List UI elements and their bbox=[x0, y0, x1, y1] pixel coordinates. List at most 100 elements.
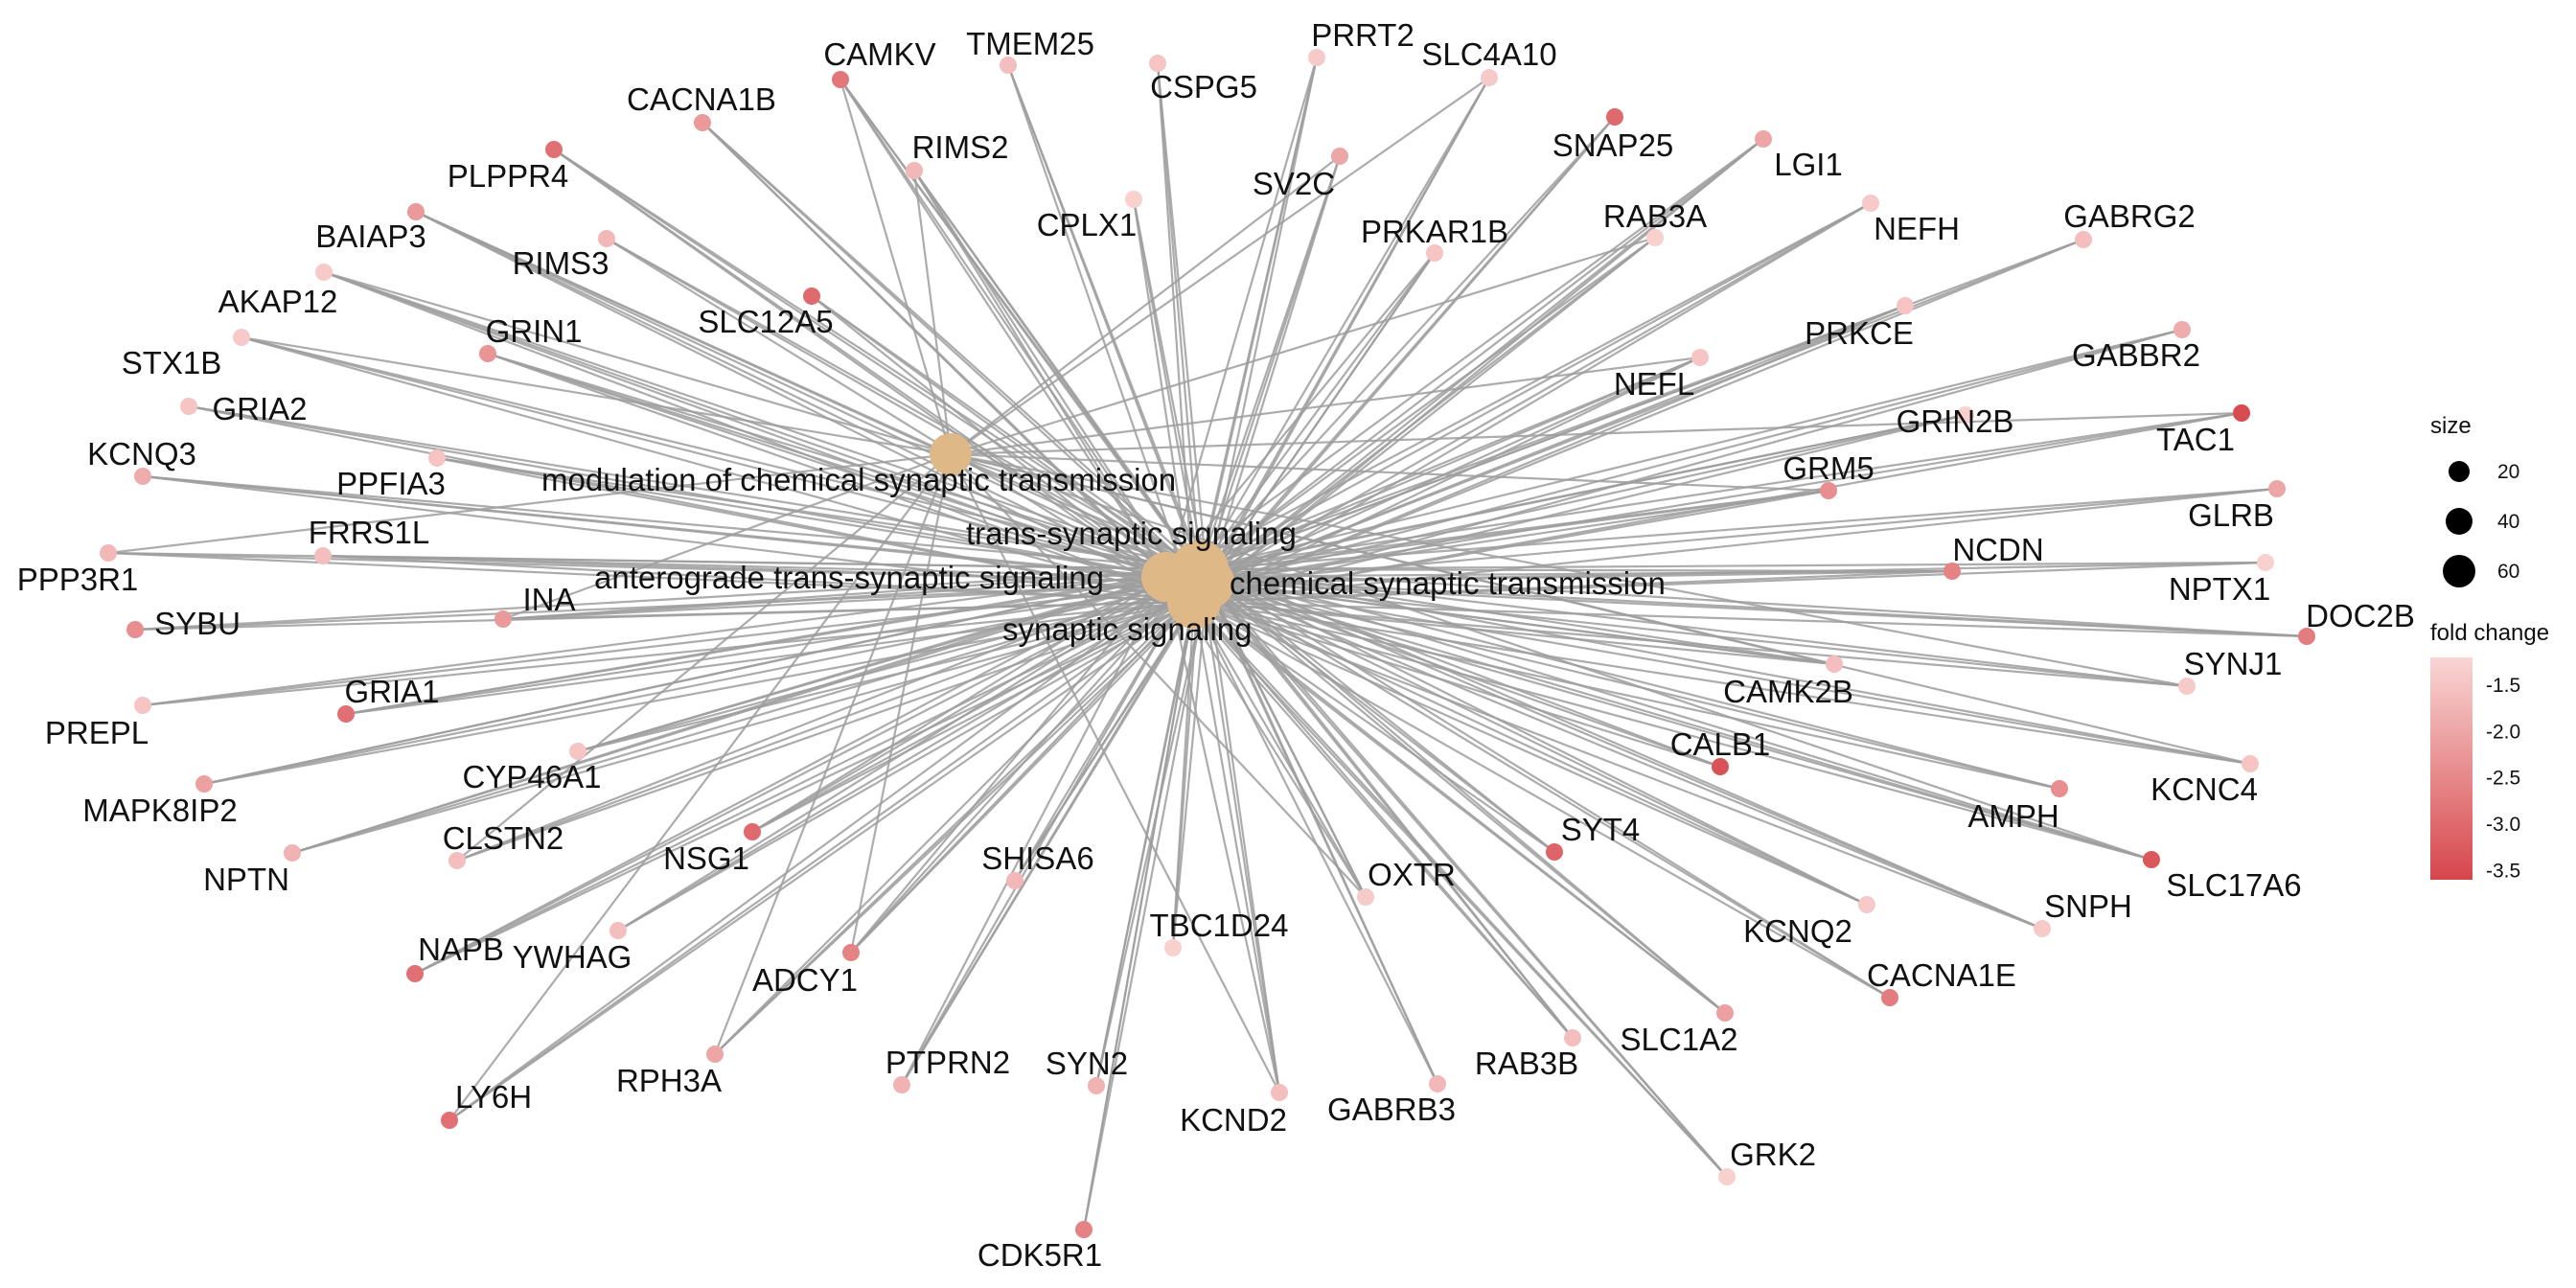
edge-nsg1-syn bbox=[751, 601, 1195, 833]
edge-slc4a10-trans bbox=[1199, 77, 1490, 570]
gene-node-gabrb3[interactable] bbox=[1429, 1075, 1446, 1092]
gene-node-frrs1l[interactable] bbox=[314, 547, 332, 564]
gene-node-tmem25[interactable] bbox=[1000, 57, 1017, 74]
gene-node-plppr4[interactable] bbox=[545, 141, 563, 158]
gene-node-cplx1[interactable] bbox=[1125, 191, 1142, 208]
gene-node-rab3a[interactable] bbox=[1646, 229, 1664, 246]
gene-node-synj1[interactable] bbox=[2178, 678, 2196, 695]
gene-label-snph: SNPH bbox=[2044, 888, 2132, 924]
gene-label-napb: NAPB bbox=[418, 932, 504, 967]
gene-node-prrt2[interactable] bbox=[1308, 49, 1325, 66]
gene-label-doc2b: DOC2B bbox=[2306, 598, 2415, 633]
gene-node-sybu[interactable] bbox=[126, 621, 144, 638]
gene-node-syt4[interactable] bbox=[1546, 843, 1563, 861]
gene-node-oxtr[interactable] bbox=[1357, 888, 1374, 906]
gene-node-slc12a5[interactable] bbox=[803, 288, 820, 305]
gene-node-kcnq2[interactable] bbox=[1858, 896, 1875, 913]
gene-node-ywhag[interactable] bbox=[610, 922, 627, 939]
gene-node-amph[interactable] bbox=[2051, 780, 2068, 797]
gene-node-gria2[interactable] bbox=[180, 398, 197, 415]
gene-node-prkar1b[interactable] bbox=[1426, 244, 1443, 262]
gene-node-tbc1d24[interactable] bbox=[1164, 939, 1182, 956]
gene-node-calb1[interactable] bbox=[1712, 758, 1729, 775]
gene-node-napb[interactable] bbox=[406, 965, 424, 982]
gene-node-rims2[interactable] bbox=[906, 162, 923, 179]
gene-node-doc2b[interactable] bbox=[2298, 628, 2315, 645]
gene-node-slc1a2[interactable] bbox=[1716, 1004, 1734, 1022]
gene-node-kcnd2[interactable] bbox=[1271, 1084, 1288, 1101]
edge-prepl-chem bbox=[142, 581, 1208, 707]
gene-node-nptn[interactable] bbox=[284, 844, 301, 862]
edge-sv2c-syn bbox=[1192, 155, 1342, 603]
gene-node-camkv[interactable] bbox=[832, 71, 849, 88]
edge-rab3b-chem bbox=[1207, 582, 1574, 1039]
gene-node-gria1[interactable] bbox=[337, 705, 355, 723]
term-node-syn[interactable] bbox=[1167, 575, 1221, 629]
gene-node-lgi1[interactable] bbox=[1755, 130, 1772, 148]
gene-node-camk2b[interactable] bbox=[1826, 656, 1843, 673]
edge-cdk5r1-chem bbox=[1082, 582, 1209, 1230]
gene-node-tac1[interactable] bbox=[2233, 404, 2250, 422]
gene-node-rims3[interactable] bbox=[598, 230, 615, 247]
gene-node-adcy1[interactable] bbox=[842, 944, 860, 961]
gene-node-kcnc4[interactable] bbox=[2242, 755, 2259, 772]
gene-node-ppfia3[interactable] bbox=[428, 449, 446, 467]
gene-node-syn2[interactable] bbox=[1088, 1077, 1105, 1094]
gene-node-gabrg2[interactable] bbox=[2075, 231, 2092, 248]
gene-node-sv2c[interactable] bbox=[1331, 148, 1348, 165]
gene-node-nefh[interactable] bbox=[1862, 195, 1879, 212]
gene-node-cdk5r1[interactable] bbox=[1075, 1221, 1092, 1238]
edge-rph3a-trans bbox=[714, 568, 1201, 1055]
gene-node-cspg5[interactable] bbox=[1149, 55, 1166, 72]
term-node-mod[interactable] bbox=[930, 433, 972, 475]
edge-lgi1-trans bbox=[1199, 138, 1764, 570]
edge-kcnq2-syn bbox=[1193, 600, 1868, 907]
gene-node-stx1b[interactable] bbox=[233, 329, 250, 346]
gene-label-grin1: GRIN1 bbox=[486, 313, 583, 349]
gene-label-ppfia3: PPFIA3 bbox=[336, 466, 446, 501]
gene-node-ppp3r1[interactable] bbox=[100, 544, 117, 562]
gene-node-cacna1e[interactable] bbox=[1881, 989, 1898, 1006]
gene-node-nefl[interactable] bbox=[1691, 349, 1709, 366]
gene-node-slc17a6[interactable] bbox=[2143, 851, 2160, 868]
gene-node-prkce[interactable] bbox=[1897, 297, 1914, 314]
gene-node-ly6h[interactable] bbox=[441, 1112, 458, 1129]
gene-node-mapk8ip2[interactable] bbox=[196, 775, 213, 793]
gene-node-grm5[interactable] bbox=[1820, 482, 1837, 499]
gene-node-ncdn[interactable] bbox=[1944, 563, 1961, 580]
edge-slc1a2-syn bbox=[1193, 601, 1726, 1014]
gene-node-gabbr2[interactable] bbox=[2174, 321, 2191, 338]
gene-node-cyp46a1[interactable] bbox=[569, 743, 586, 760]
gene-node-akap12[interactable] bbox=[315, 264, 333, 281]
edge-napb-chem bbox=[414, 582, 1208, 975]
gene-label-ly6h: LY6H bbox=[455, 1079, 532, 1115]
edge-grm5-chem bbox=[1207, 489, 1829, 585]
edge-camkv-chem bbox=[840, 79, 1208, 584]
gene-node-ina[interactable] bbox=[494, 610, 512, 628]
gene-label-snap25: SNAP25 bbox=[1552, 127, 1674, 163]
gene-node-prepl[interactable] bbox=[134, 697, 151, 714]
gene-node-glrb[interactable] bbox=[2268, 480, 2286, 497]
edge-akap12-mod bbox=[323, 270, 952, 456]
gene-node-nptx1[interactable] bbox=[2257, 554, 2274, 571]
gene-node-snap25[interactable] bbox=[1606, 108, 1623, 126]
gene-node-grin2b[interactable] bbox=[1957, 406, 1974, 424]
gene-node-rph3a[interactable] bbox=[706, 1046, 724, 1063]
gene-node-snph[interactable] bbox=[2034, 920, 2051, 937]
gene-node-baiap3[interactable] bbox=[407, 203, 425, 220]
gene-node-clstn2[interactable] bbox=[448, 852, 466, 869]
gene-node-grin1[interactable] bbox=[479, 345, 496, 362]
gene-node-slc4a10[interactable] bbox=[1481, 69, 1498, 86]
fold-change-tick-label: -2.0 bbox=[2486, 721, 2520, 743]
gene-node-kcnq3[interactable] bbox=[134, 468, 151, 485]
gene-node-rab3b[interactable] bbox=[1564, 1029, 1581, 1046]
fold-change-tick-label: -2.5 bbox=[2486, 768, 2520, 790]
edge-grk2-syn bbox=[1193, 601, 1728, 1178]
gene-node-grk2[interactable] bbox=[1718, 1168, 1736, 1185]
gene-node-nsg1[interactable] bbox=[744, 823, 761, 840]
gene-label-syn2: SYN2 bbox=[1046, 1046, 1128, 1081]
gene-node-shisa6[interactable] bbox=[1006, 872, 1024, 889]
gene-node-ptprn2[interactable] bbox=[893, 1076, 910, 1093]
gene-node-cacna1b[interactable] bbox=[694, 114, 711, 131]
